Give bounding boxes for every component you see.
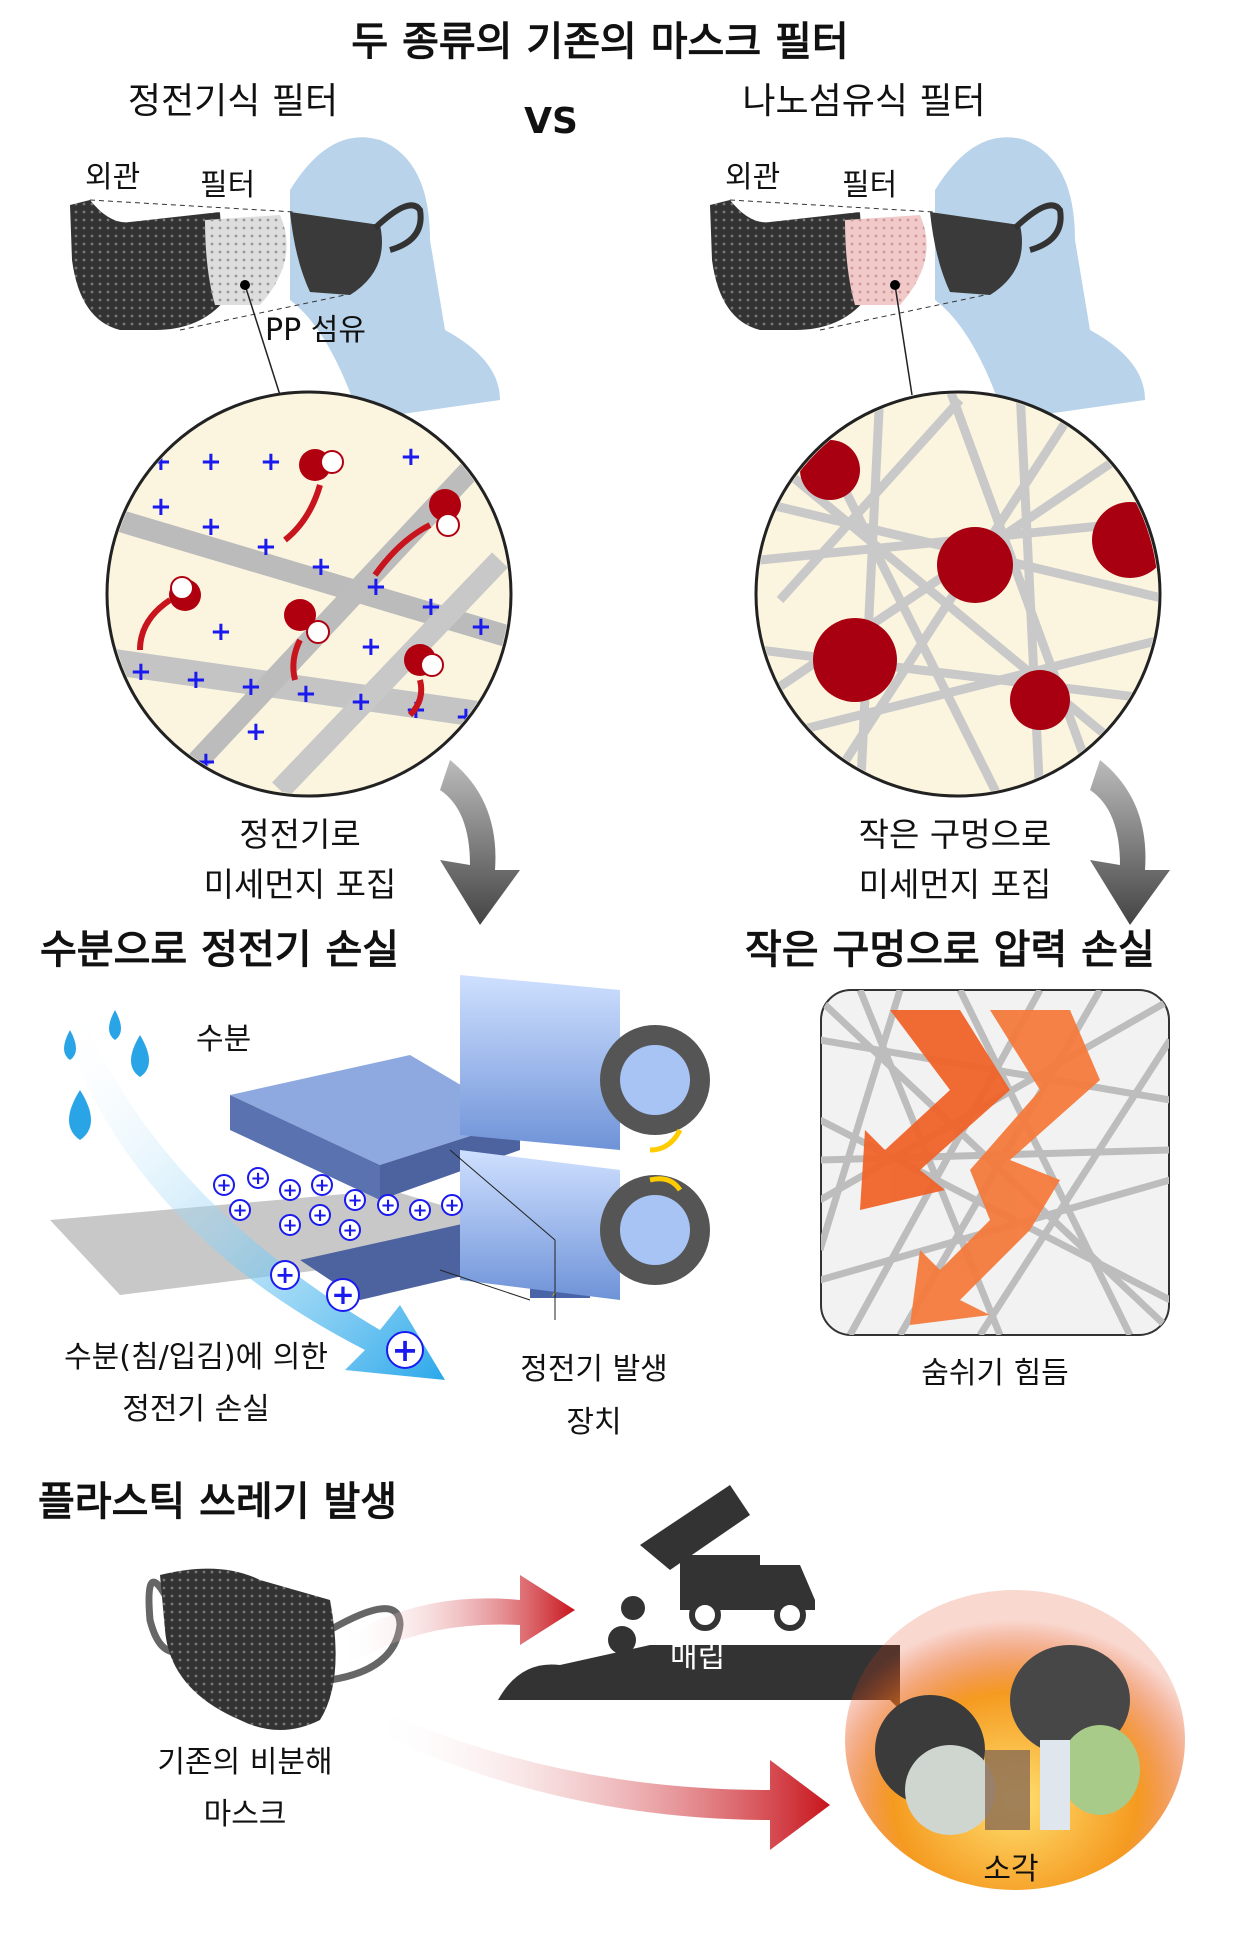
landfill-truck-icon — [498, 1485, 900, 1710]
landfill-label: 매립 — [670, 1640, 726, 1675]
svg-text:+: + — [360, 632, 382, 662]
arrow-to-landfill — [340, 1575, 575, 1665]
svg-text:+: + — [310, 552, 332, 582]
svg-text:+: + — [380, 1195, 395, 1216]
svg-text:+: + — [444, 1195, 459, 1216]
breathing-difficulty-label: 숨쉬기 힘듬 — [921, 1356, 1069, 1391]
positive-charges: ++++++ +++++++ ++++ +++++ — [130, 442, 492, 777]
incineration-label: 소각 — [983, 1852, 1039, 1887]
svg-text:+: + — [210, 617, 232, 647]
pressure-loss-title: 작은 구멍으로 압력 손실 — [745, 927, 1155, 973]
svg-text:+: + — [470, 612, 492, 642]
svg-text:+: + — [314, 1175, 329, 1196]
electrostatic-mask-layers — [70, 199, 424, 396]
filter-layer-label-left: 필터 — [200, 168, 256, 203]
moisture-loss-title: 수분으로 정전기 손실 — [40, 927, 400, 973]
svg-text:+: + — [312, 1205, 327, 1226]
svg-text:+: + — [255, 532, 277, 562]
down-arrow-left — [440, 760, 520, 925]
electrostatic-fiber-closeup: ++++++ +++++++ ++++ +++++ — [105, 390, 513, 798]
electret-device-line1: 정전기 발생 — [520, 1352, 668, 1387]
svg-text:+: + — [150, 492, 172, 522]
svg-text:+: + — [365, 572, 387, 602]
svg-text:+: + — [282, 1180, 297, 1201]
svg-text:+: + — [185, 665, 207, 695]
plastic-waste-title: 플라스틱 쓰레기 발생 — [38, 1479, 398, 1525]
head-silhouette-left — [290, 137, 500, 420]
dust-particles — [800, 440, 1158, 730]
nanofiber-closeup — [754, 390, 1162, 798]
head-silhouette-right — [935, 137, 1145, 420]
svg-text:+: + — [295, 679, 317, 709]
page-title: 두 종류의 기존의 마스크 필터 — [351, 19, 849, 65]
svg-text:+: + — [350, 687, 372, 717]
nanofiber-caption-line2: 미세먼지 포집 — [858, 865, 1052, 904]
nanofiber-mask-layers — [710, 199, 1064, 396]
electrostatic-filter-heading: 정전기식 필터 — [127, 81, 339, 122]
svg-text:+: + — [400, 442, 422, 472]
pp-fiber-label: PP 섬유 — [265, 313, 366, 348]
moisture-label: 수분 — [196, 1022, 252, 1057]
arrow-to-incineration — [370, 1710, 830, 1850]
mask-caption-line1: 기존의 비분해 — [157, 1745, 333, 1780]
svg-text:+: + — [331, 1278, 354, 1311]
svg-text:+: + — [412, 1200, 427, 1221]
svg-text:+: + — [240, 672, 262, 702]
nanofiber-caption-line1: 작은 구멍으로 — [858, 815, 1052, 854]
pressure-loss-illustration — [820, 989, 1170, 1336]
nanofiber-filter-heading: 나노섬유식 필터 — [742, 81, 986, 122]
moisture-loss-line2: 정전기 손실 — [122, 1392, 270, 1427]
electret-device-illustration: ++++++++++++ +++ — [50, 975, 710, 1380]
svg-text:+: + — [342, 1220, 357, 1241]
electrostatic-caption-line1: 정전기로 — [239, 815, 361, 854]
svg-text:+: + — [250, 1168, 265, 1189]
incineration-fire-icon — [845, 1590, 1185, 1890]
vs-label: VS — [524, 101, 578, 142]
blocked-airflow-arrows — [860, 1010, 1100, 1325]
svg-text:+: + — [392, 1331, 419, 1369]
electret-device-line2: 장치 — [566, 1405, 622, 1440]
svg-text:+: + — [200, 447, 222, 477]
svg-text:+: + — [420, 592, 442, 622]
mask-caption-line2: 마스크 — [203, 1797, 287, 1832]
moisture-loss-line1: 수분(침/입김)에 의한 — [64, 1340, 328, 1375]
svg-text:+: + — [347, 1190, 362, 1211]
svg-text:+: + — [232, 1200, 247, 1221]
svg-text:+: + — [200, 512, 222, 542]
filter-layer-label-right: 필터 — [842, 168, 898, 203]
electrostatic-caption-line2: 미세먼지 포집 — [203, 865, 397, 904]
svg-text:+: + — [282, 1215, 297, 1236]
down-arrow-right — [1090, 760, 1170, 925]
outer-layer-label-right: 외관 — [725, 160, 781, 195]
svg-text:+: + — [216, 1175, 231, 1196]
svg-text:+: + — [245, 717, 267, 747]
svg-text:+: + — [130, 657, 152, 687]
svg-text:+: + — [275, 1261, 295, 1289]
outer-layer-label-left: 외관 — [85, 160, 141, 195]
positive-charges — [213, 1167, 463, 1369]
water-drops-icon — [64, 1010, 149, 1140]
svg-text:+: + — [260, 447, 282, 477]
